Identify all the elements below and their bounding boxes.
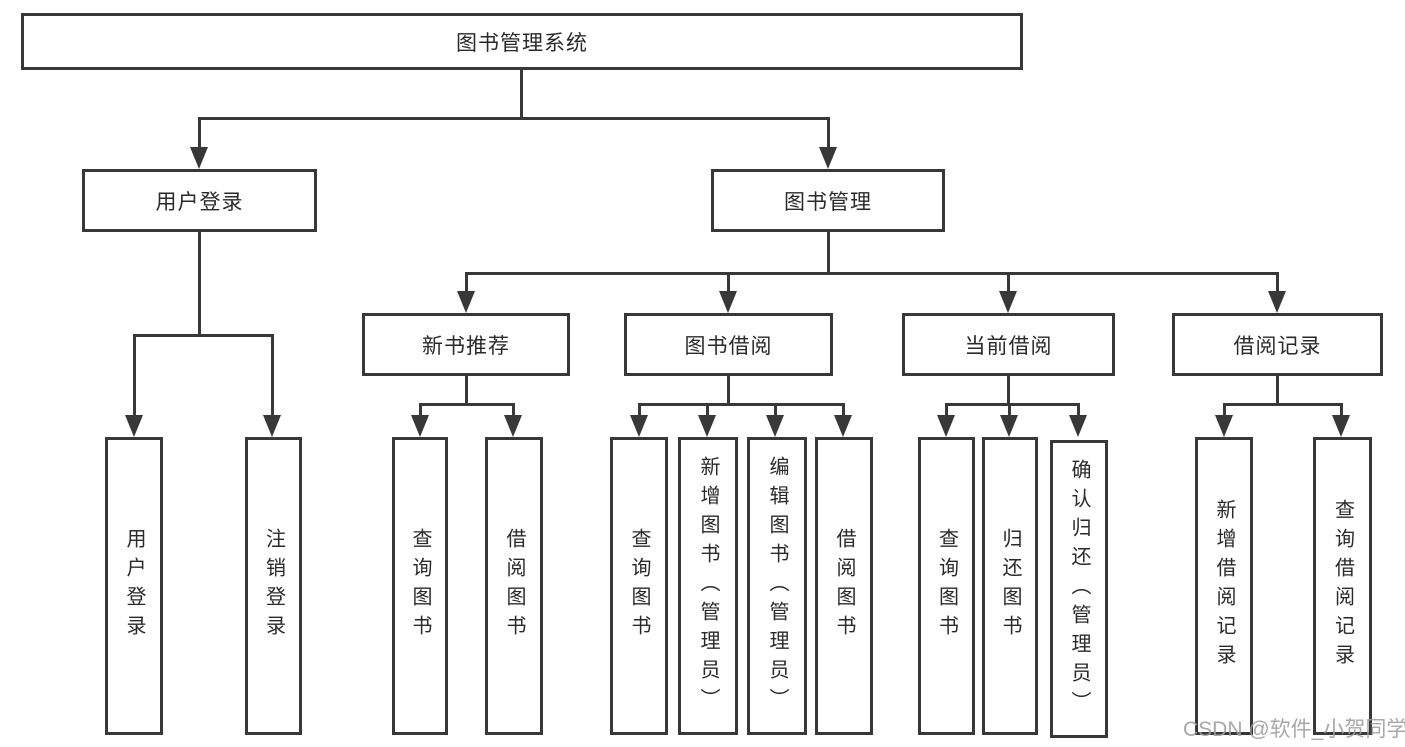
arrow-down-icon <box>504 415 522 437</box>
connector-line <box>827 232 830 275</box>
leaf-label: 编辑图书（管理员） <box>766 455 788 717</box>
leaf-user-login: 用户登录 <box>105 437 163 735</box>
leaf-edit-book-admin: 编辑图书（管理员） <box>747 437 807 735</box>
connector-line <box>1276 272 1279 294</box>
node-library-management-system: 图书管理系统 <box>21 13 1023 70</box>
arrow-down-icon <box>937 415 955 437</box>
node-current-borrowing: 当前借阅 <box>902 313 1115 376</box>
leaf-add-book-admin: 新增图书（管理员） <box>678 437 738 735</box>
node-borrowing-records: 借阅记录 <box>1172 313 1383 376</box>
leaf-borrow-books: 借阅图书 <box>815 437 873 735</box>
csdn-watermark: CSDN @软件_小贺同学 <box>1183 718 1405 741</box>
connector-line <box>1007 272 1010 294</box>
arrow-down-icon <box>190 147 208 169</box>
connector-line <box>465 272 468 294</box>
leaf-label: 查询图书 <box>409 528 431 644</box>
node-new-book-recommendation: 新书推荐 <box>362 313 570 376</box>
connector-line <box>465 376 468 405</box>
connector-line <box>1340 403 1343 417</box>
connector-line <box>1008 403 1011 417</box>
node-label: 图书管理 <box>784 190 872 214</box>
leaf-logout: 注销登录 <box>245 437 302 735</box>
connector-line <box>465 272 1279 275</box>
node-label: 图书借阅 <box>684 334 773 358</box>
connector-line <box>945 403 948 417</box>
connector-line <box>1223 403 1226 417</box>
connector-line <box>727 376 730 405</box>
connector-line <box>945 403 1079 406</box>
connector-line <box>727 272 730 294</box>
leaf-query-borrow-record: 查询借阅记录 <box>1313 437 1372 735</box>
node-book-borrowing: 图书借阅 <box>624 313 833 376</box>
node-label: 用户登录 <box>155 190 244 214</box>
connector-line <box>638 403 641 417</box>
connector-line <box>1007 376 1010 405</box>
leaf-return-books: 归还图书 <box>982 437 1038 735</box>
connector-line <box>1276 376 1279 405</box>
leaf-label: 注销登录 <box>262 528 285 644</box>
connector-line <box>706 403 709 417</box>
leaf-label: 查询图书 <box>628 528 650 644</box>
connector-line <box>133 334 274 337</box>
connector-line <box>198 117 201 149</box>
leaf-label: 新增图书（管理员） <box>697 455 719 717</box>
leaf-label: 查询图书 <box>935 528 958 644</box>
leaf-label: 用户登录 <box>123 528 145 644</box>
leaf-query-books-current: 查询图书 <box>918 437 975 735</box>
leaf-confirm-return-admin: 确认归还（管理员） <box>1050 440 1108 738</box>
connector-line <box>774 403 777 417</box>
leaf-query-books-borrow: 查询图书 <box>610 437 668 735</box>
leaf-query-books-recommend: 查询图书 <box>392 437 448 735</box>
arrow-down-icon <box>263 415 281 437</box>
node-user-login: 用户登录 <box>82 169 317 232</box>
connector-line <box>198 232 201 336</box>
arrow-down-icon <box>1215 415 1233 437</box>
node-label: 新书推荐 <box>422 334 510 358</box>
leaf-label: 查询借阅记录 <box>1331 499 1354 673</box>
arrow-down-icon <box>999 291 1017 313</box>
arrow-down-icon <box>834 415 852 437</box>
arrow-down-icon <box>698 415 716 437</box>
arrow-down-icon <box>766 415 784 437</box>
arrow-down-icon <box>1000 415 1018 437</box>
connector-line <box>842 403 845 417</box>
connector-line <box>133 334 136 417</box>
arrow-down-icon <box>411 415 429 437</box>
leaf-label: 借阅图书 <box>833 528 855 644</box>
node-label: 当前借阅 <box>964 334 1053 358</box>
leaf-label: 新增借阅记录 <box>1213 499 1235 673</box>
connector-line <box>198 117 830 120</box>
arrow-down-icon <box>719 291 737 313</box>
leaf-label: 归还图书 <box>999 528 1021 644</box>
connector-line <box>638 403 845 406</box>
connector-line <box>419 403 515 406</box>
connector-line <box>1077 403 1080 417</box>
arrow-down-icon <box>1268 291 1286 313</box>
node-label: 图书管理系统 <box>456 31 588 55</box>
arrow-down-icon <box>1069 415 1087 437</box>
node-label: 借阅记录 <box>1233 334 1322 358</box>
leaf-borrow-books-recommend: 借阅图书 <box>485 437 543 735</box>
connector-line <box>512 403 515 417</box>
node-book-management: 图书管理 <box>711 169 945 232</box>
connector-line <box>1223 403 1342 406</box>
leaf-label: 借阅图书 <box>503 528 525 644</box>
connector-line <box>271 334 274 417</box>
arrow-down-icon <box>1332 415 1350 437</box>
arrow-down-icon <box>125 415 143 437</box>
leaf-add-borrow-record: 新增借阅记录 <box>1195 437 1253 735</box>
arrow-down-icon <box>630 415 648 437</box>
arrow-down-icon <box>457 291 475 313</box>
connector-line <box>419 403 422 417</box>
leaf-label: 确认归还（管理员） <box>1068 458 1090 720</box>
arrow-down-icon <box>819 147 837 169</box>
connector-line <box>520 70 523 119</box>
connector-line <box>827 117 830 149</box>
